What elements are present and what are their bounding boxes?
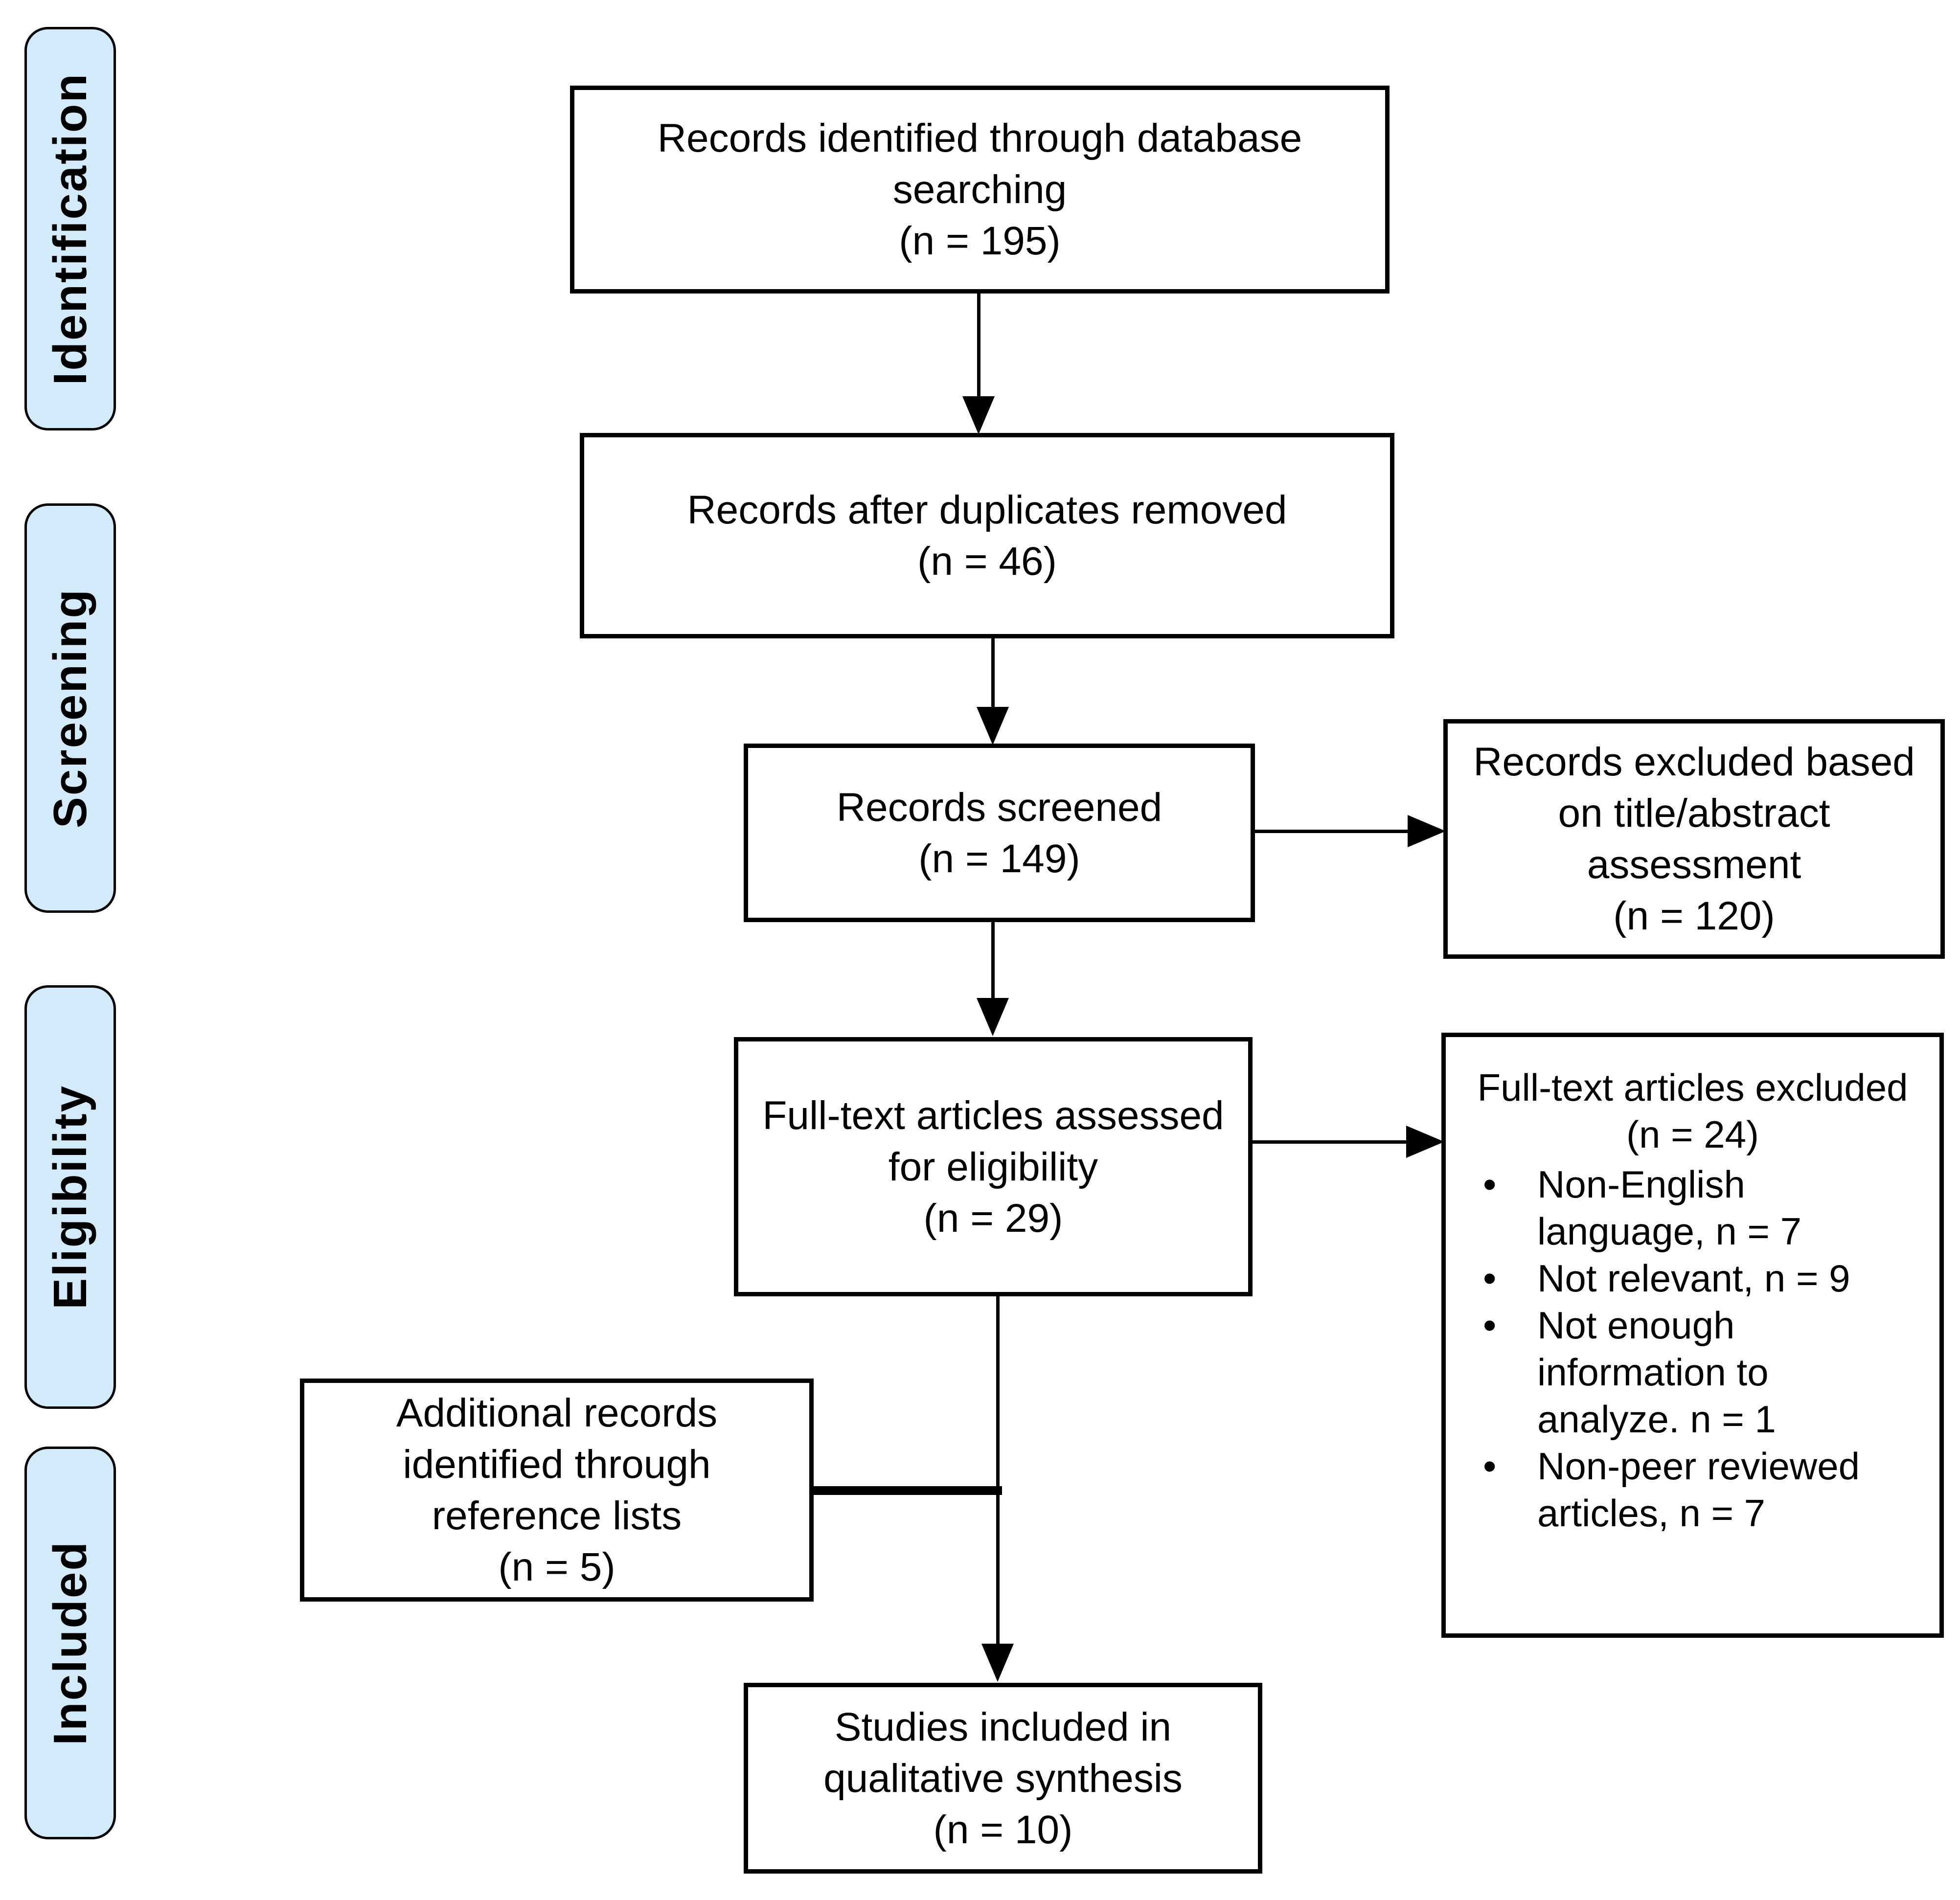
box-text-line: for eligibility [888,1144,1098,1189]
list-item: • Not enough information to analyze. n =… [1446,1302,1939,1443]
stage-identification: Identification [24,27,116,430]
bullet-dot-icon: • [1483,1304,1497,1347]
stage-label-identification: Identification [44,72,96,385]
box-fulltext-excluded: Full-text articles excluded (n = 24) • N… [1441,1033,1944,1638]
stage-included: Included [24,1447,116,1839]
box-text-line: (n = 195) [899,219,1061,263]
stage-label-screening: Screening [44,588,96,829]
box-duplicates-removed: Records after duplicates removed (n = 46… [580,433,1394,638]
connector-additional-to-main-line [814,1486,1002,1495]
box-text-line: Records screened [836,785,1162,830]
bullet-dot-icon: • [1483,1163,1497,1206]
box-text-line: (n = 46) [917,539,1057,584]
bullet-text: Non-English language, n = 7 [1537,1161,1939,1255]
box-text-line: Records after duplicates removed [687,488,1287,532]
arrow-line-identified-to-duplicates [977,294,980,399]
box-text-line: qualitative synthesis [823,1756,1183,1801]
arrow-head-duplicates-to-screened [977,707,1009,745]
box-records-screened: Records screened (n = 149) [744,744,1255,922]
box-text-line: (n = 120) [1613,894,1775,938]
arrow-head-screened-to-excluded [1408,815,1446,847]
box-text-line: assessment [1587,842,1801,887]
box-text-line: searching [892,167,1067,212]
box-text-line: (n = 10) [933,1807,1073,1852]
box-fulltext-assessed: Full-text articles assessed for eligibil… [734,1037,1253,1296]
arrow-head-fulltext-to-excluded [1406,1126,1444,1158]
box-text-line: (n = 149) [918,836,1080,881]
bullet-text-line: articles, n = 7 [1537,1492,1766,1535]
arrow-head-fulltext-to-included [981,1644,1014,1682]
box-text-line: Records identified through database [657,116,1302,160]
stage-eligibility: Eligibility [24,985,116,1409]
arrow-line-fulltext-to-excluded [1253,1140,1409,1144]
arrow-line-fulltext-to-included [996,1296,1000,1646]
box-additional-records: Additional records identified through re… [300,1379,814,1602]
arrow-head-identified-to-duplicates [962,396,995,434]
bullet-dot-icon: • [1483,1445,1497,1488]
box-text-line: reference lists [432,1493,682,1538]
box-text-line: Studies included in [834,1704,1172,1749]
bullet-text-line: information to [1537,1351,1769,1394]
bullet-text-line: language, n = 7 [1537,1210,1801,1253]
stage-screening: Screening [24,503,116,913]
box-studies-included: Studies included in qualitative synthesi… [744,1683,1262,1874]
bullet-text-line: Non-peer reviewed [1537,1445,1860,1488]
list-item: • Non-peer reviewed articles, n = 7 [1446,1443,1939,1537]
box-text-line: Full-text articles excluded [1477,1066,1908,1109]
bullet-dot-icon: • [1483,1257,1497,1300]
stage-label-included: Included [44,1540,96,1745]
box-records-excluded: Records excluded based on title/abstract… [1443,719,1945,959]
box-records-identified: Records identified through database sear… [570,86,1390,294]
list-item: • Not relevant, n = 9 [1446,1255,1939,1302]
stage-label-eligibility: Eligibility [44,1085,96,1310]
arrow-line-duplicates-to-screened [991,638,995,709]
box-text-line: identified through [403,1442,711,1487]
bullet-text-line: Not enough [1537,1304,1735,1347]
bullet-text: Non-peer reviewed articles, n = 7 [1537,1443,1939,1537]
box-text-line: on title/abstract [1558,791,1830,836]
bullet-text: Not relevant, n = 9 [1537,1255,1939,1302]
bullet-text-line: analyze. n = 1 [1537,1398,1776,1441]
arrow-line-screened-to-fulltext [991,922,995,1000]
arrow-head-screened-to-fulltext [977,998,1009,1036]
exclusion-reason-list: • Non-English language, n = 7 • Not rele… [1446,1161,1939,1537]
box-text-line: (n = 24) [1626,1113,1759,1156]
bullet-text-line: Not relevant, n = 9 [1537,1257,1850,1300]
box-text-line: (n = 5) [498,1545,615,1589]
arrow-line-screened-to-excluded [1255,830,1411,833]
box-text-line: Full-text articles assessed [762,1093,1224,1138]
box-text-line: Records excluded based [1473,740,1915,784]
bullet-text-line: Non-English [1537,1163,1745,1206]
box-text-line: (n = 29) [923,1196,1063,1241]
list-item: • Non-English language, n = 7 [1446,1161,1939,1255]
box-text-line: Additional records [396,1391,718,1435]
bullet-text: Not enough information to analyze. n = 1 [1537,1302,1939,1443]
